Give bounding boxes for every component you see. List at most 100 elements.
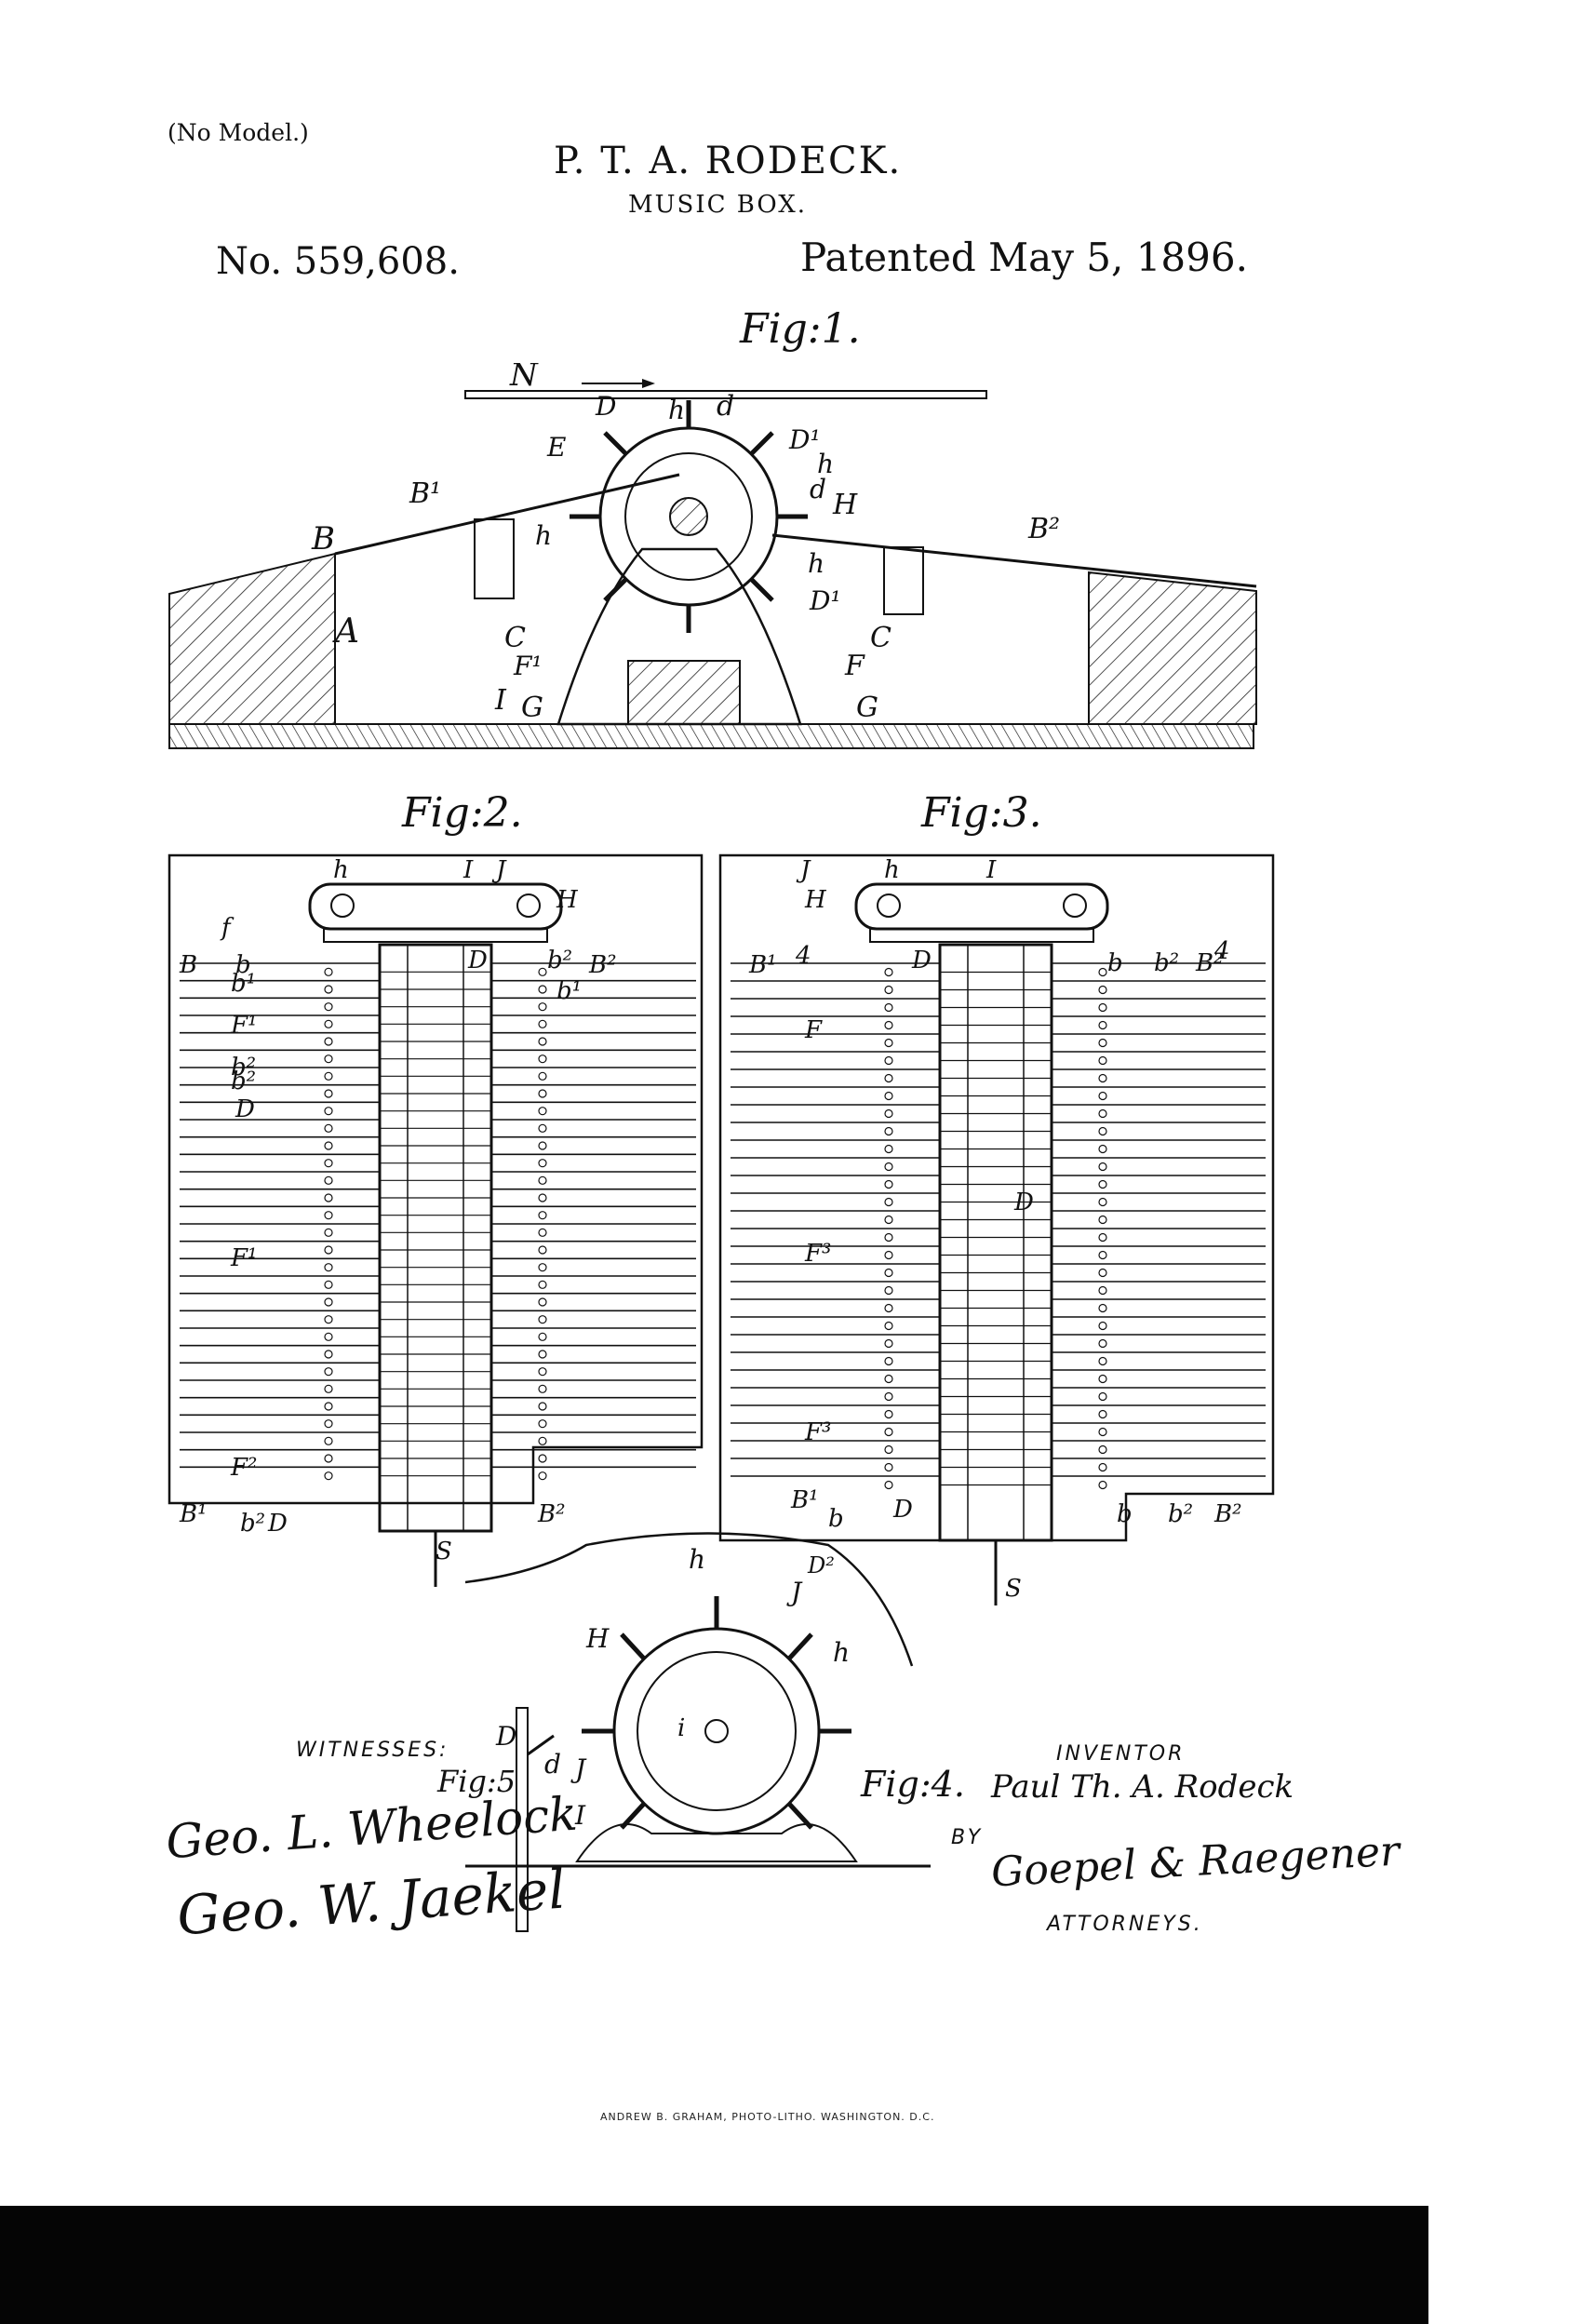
comb-tooth-line [324, 1175, 333, 1185]
by-label: BY [951, 1826, 984, 1849]
figure-reference-label: S [436, 1538, 452, 1565]
comb-tooth-line [324, 1089, 333, 1098]
fig4-caption: Fig:4. [861, 1764, 965, 1805]
comb-tooth-line [884, 1232, 893, 1243]
comb-tooth-line [884, 1391, 893, 1402]
comb-tooth-line [884, 1091, 893, 1101]
comb-tooth-line [538, 1089, 547, 1098]
figure-reference-label: B² [588, 951, 617, 979]
comb-tooth-line [884, 985, 893, 995]
comb-tooth-line [884, 1462, 893, 1472]
comb-tooth-line [324, 1159, 333, 1168]
figure-reference-label: D [267, 1510, 288, 1538]
comb-tooth-line [884, 1038, 893, 1048]
comb-tooth-line [324, 1315, 333, 1324]
svg-text:G: G [856, 692, 878, 724]
attorneys-label: ATTORNEYS. [1047, 1913, 1203, 1936]
svg-text:N: N [509, 363, 539, 394]
figure-reference-label: D [892, 1496, 913, 1524]
comb-tooth-line [538, 1436, 547, 1445]
comb-tooth-line [884, 1073, 893, 1083]
figure-reference-label: B [179, 951, 197, 979]
comb-tooth-line [1098, 1409, 1107, 1419]
comb-tooth-line [538, 1019, 547, 1028]
fig1-drawing: N D h d E D¹ h d H B¹ B² B h A h C D¹ C … [168, 363, 1257, 749]
svg-text:I: I [494, 684, 507, 717]
figure-reference-label: h [884, 856, 900, 884]
comb-tooth-line [324, 1436, 333, 1445]
comb-tooth-line [884, 1108, 893, 1119]
comb-tooth-line [1098, 1055, 1107, 1066]
comb-tooth-line [884, 1215, 893, 1225]
comb-tooth-line [324, 1384, 333, 1393]
comb-tooth-line [884, 1480, 893, 1490]
svg-text:B¹: B¹ [409, 477, 441, 510]
fig4-star-wheel [612, 1627, 821, 1835]
figure-reference-label: b² [240, 1510, 265, 1538]
comb-tooth-line [324, 1280, 333, 1289]
comb-tooth-line [1098, 1321, 1107, 1331]
comb-tooth-line [884, 1197, 893, 1207]
svg-text:H: H [832, 489, 858, 521]
comb-tooth-line [1098, 1073, 1107, 1083]
inventor-name-heading: P. T. A. RODECK. [554, 140, 903, 182]
svg-text:D²: D² [807, 1552, 835, 1578]
comb-tooth-line [538, 1402, 547, 1411]
comb-tooth-line [324, 1037, 333, 1046]
figure-reference-label: b² [547, 947, 572, 974]
comb-tooth-line [884, 1250, 893, 1260]
comb-tooth-line [884, 1179, 893, 1189]
svg-text:G: G [521, 692, 543, 724]
comb-tooth-line [538, 1367, 547, 1377]
comb-tooth-line [324, 1071, 333, 1081]
figure-reference-label: 4 [795, 942, 811, 970]
comb-tooth-line [538, 1419, 547, 1429]
comb-tooth-line [1098, 1374, 1107, 1384]
figure-reference-label: b² [231, 1068, 256, 1095]
comb-tooth-line [538, 1454, 547, 1463]
comb-tooth-line [538, 1107, 547, 1116]
comb-tooth-line [1098, 1215, 1107, 1225]
comb-tooth-line [1098, 1179, 1107, 1189]
comb-tooth-line [538, 1002, 547, 1012]
comb-tooth-line [884, 1055, 893, 1066]
comb-tooth-line [1098, 1427, 1107, 1437]
comb-tooth-line [538, 1350, 547, 1359]
fig5-caption: Fig:5 [437, 1764, 516, 1799]
comb-tooth-line [884, 1303, 893, 1313]
figure-reference-label: b² [1168, 1500, 1193, 1528]
comb-tooth-line [1098, 1144, 1107, 1154]
comb-tooth-line [324, 1123, 333, 1133]
figure-reference-label: H [556, 886, 579, 914]
comb-tooth-line [1098, 1002, 1107, 1013]
figure-reference-label: b [828, 1505, 844, 1533]
comb-tooth-line [1098, 1303, 1107, 1313]
comb-tooth-line [324, 1350, 333, 1359]
lithographer-imprint: ANDREW B. GRAHAM, PHOTO-LITHO. WASHINGTO… [600, 2111, 935, 2123]
figure-reference-label: D [235, 1095, 255, 1123]
svg-text:C: C [504, 622, 526, 654]
comb-tooth-line [1098, 1108, 1107, 1119]
fig1-left-block [168, 552, 336, 725]
figure-reference-label: F [804, 1016, 823, 1044]
comb-tooth-line [324, 985, 333, 994]
figure-reference-label: B¹ [748, 951, 777, 979]
svg-text:F: F [844, 650, 865, 682]
svg-text:h: h [833, 1637, 850, 1668]
comb-tooth-line [538, 1471, 547, 1481]
comb-tooth-line [1098, 1020, 1107, 1030]
comb-tooth-line [538, 1245, 547, 1255]
figure-reference-label: b [235, 951, 251, 979]
svg-text:J: J [786, 1577, 803, 1607]
figure-reference-label: J [796, 856, 811, 884]
svg-text:h: h [808, 548, 825, 579]
comb-tooth-line [538, 967, 547, 976]
comb-tooth-line [884, 1338, 893, 1349]
svg-text:d: d [810, 474, 826, 504]
inventor-signature: Paul Th. A. Rodeck [991, 1768, 1294, 1806]
comb-tooth-line [538, 1037, 547, 1046]
comb-tooth-line [324, 1471, 333, 1481]
comb-tooth-line [884, 1268, 893, 1278]
comb-tooth-line [324, 1367, 333, 1377]
svg-text:h: h [689, 1544, 705, 1575]
